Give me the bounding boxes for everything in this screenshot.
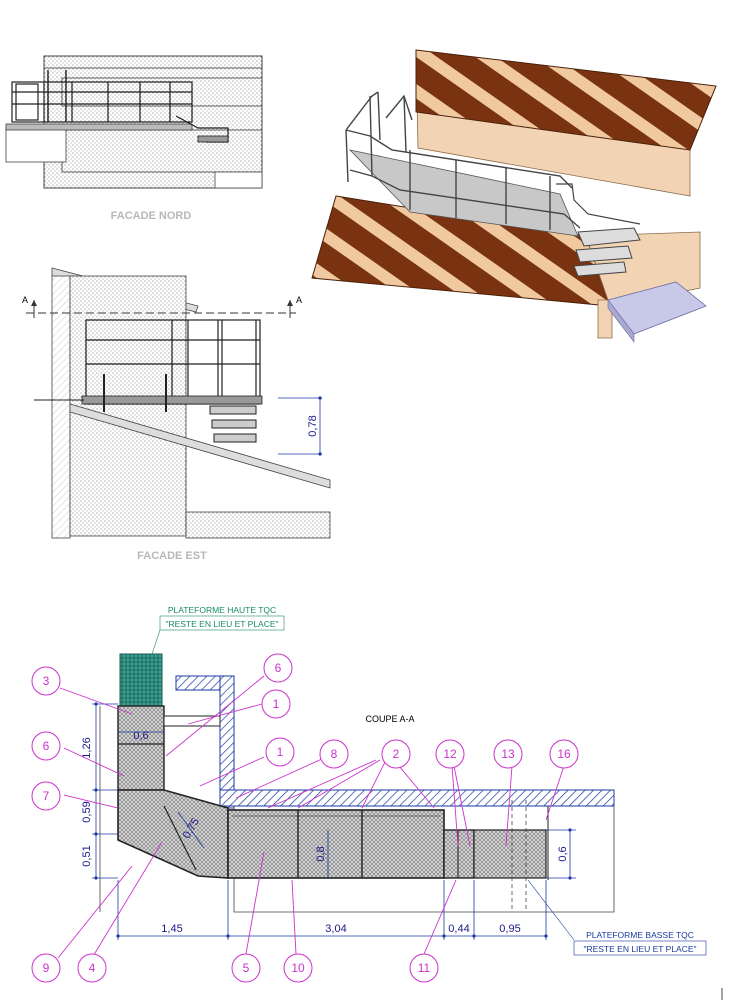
- dim-middle-height: 0,59: [81, 801, 93, 822]
- callout-7: 7: [43, 789, 50, 803]
- callout-10: 10: [291, 961, 305, 975]
- dim-lower-height: 0,51: [81, 845, 93, 866]
- isometric-view: [311, 49, 717, 343]
- section-marker-right: A: [296, 295, 302, 305]
- callout-3: 3: [43, 674, 50, 688]
- section-marker-left: A: [22, 295, 28, 305]
- east-facade-view: A A 0,78 FACADE EST: [22, 267, 331, 562]
- dim-length-4: 0,95: [499, 923, 520, 935]
- callout-5: 5: [243, 961, 250, 975]
- dim-platform-width: 0,8: [315, 846, 327, 861]
- callout-12: 12: [443, 747, 457, 761]
- dim-top-width: 0,6: [133, 730, 148, 742]
- callout-16: 16: [557, 747, 571, 761]
- bottom-platform-note-2: "RESTE EN LIEU ET PLACE": [583, 944, 696, 954]
- callout-9: 9: [43, 961, 50, 975]
- elevation-dimension: 0,78: [307, 415, 319, 436]
- dim-length-2: 3,04: [325, 923, 346, 935]
- callout-1-upper: 1: [273, 697, 280, 711]
- east-facade-label: FACADE EST: [137, 550, 207, 562]
- callout-2: 2: [393, 747, 400, 761]
- top-platform-note-1: PLATEFORME HAUTE TQC: [168, 605, 276, 615]
- north-facade-view: FACADE NORD: [5, 55, 263, 222]
- callout-6-left: 6: [43, 739, 50, 753]
- dim-length-1: 1,45: [161, 923, 182, 935]
- callout-11: 11: [418, 961, 431, 975]
- callout-13: 13: [501, 747, 515, 761]
- section-title: COUPE A-A: [365, 714, 414, 724]
- bottom-platform-note-1: PLATEFORME BASSE TQC: [586, 930, 694, 940]
- callout-4: 4: [89, 961, 96, 975]
- top-platform-note-2: "RESTE EN LIEU ET PLACE": [165, 619, 278, 629]
- section-aa-view: PLATEFORME HAUTE TQC "RESTE EN LIEU ET P…: [31, 605, 723, 1000]
- callout-8: 8: [331, 747, 338, 761]
- north-facade-label: FACADE NORD: [111, 210, 192, 222]
- callout-1-lower: 1: [277, 745, 284, 759]
- callout-6-top: 6: [275, 661, 282, 675]
- dim-length-3: 0,44: [448, 923, 469, 935]
- dim-right-width: 0,6: [557, 846, 569, 861]
- dim-upper-height: 1,26: [81, 737, 93, 758]
